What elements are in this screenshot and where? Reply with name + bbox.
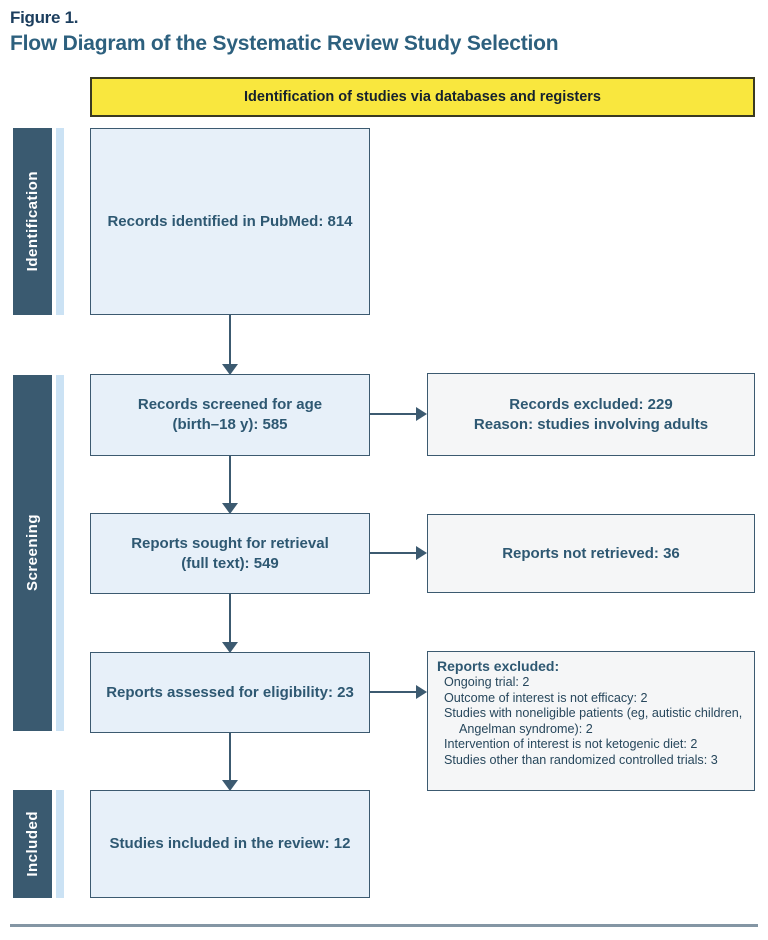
box-records-excluded-line2: Reason: studies involving adults [473,415,709,433]
arrow-down-4-head-icon [222,780,238,791]
figure-title: Flow Diagram of the Systematic Review St… [10,32,559,55]
banner-text: Identification of studies via databases … [244,89,601,105]
stage-label-included: Included [24,811,41,877]
exclusion-item: Intervention of interest is not ketogeni… [444,737,698,752]
stage-bar-included: Included [13,790,52,898]
bottom-rule [10,924,758,927]
box-reports-assessed: Reports assessed for eligibility: 23 [90,652,370,733]
box-reports-excluded-reasons: Reports excluded: Ongoing trial: 2 Outco… [427,651,755,791]
box-records-screened-line2: (birth–18 y): 585 [172,416,288,433]
box-records-identified: Records identified in PubMed: 814 [90,128,370,315]
arrow-down-1-head-icon [222,364,238,375]
arrow-right-2 [370,552,416,554]
box-reports-not-retrieved-text: Reports not retrieved: 36 [502,544,680,562]
arrow-right-2-head-icon [416,546,427,560]
arrow-down-3 [229,594,231,642]
arrow-right-3-head-icon [416,685,427,699]
box-reports-not-retrieved: Reports not retrieved: 36 [427,514,755,593]
reports-excluded-heading: Reports excluded: [437,658,560,674]
exclusion-item: Studies with noneligible patients (eg, a… [444,706,743,736]
box-studies-included-text: Studies included in the review: 12 [109,835,351,852]
box-records-excluded: Records excluded: 229 Reason: studies in… [427,373,755,456]
stage-label-identification: Identification [24,171,41,272]
box-records-excluded-line1: Records excluded: 229 [509,395,673,413]
exclusion-item: Studies other than randomized controlled… [444,752,718,767]
stage-strip-included [56,790,64,898]
banner-identification-via-databases: Identification of studies via databases … [90,77,755,117]
arrow-down-4 [229,733,231,780]
stage-bar-screening: Screening [13,375,52,731]
box-reports-assessed-text: Reports assessed for eligibility: 23 [106,683,354,701]
box-reports-sought: Reports sought for retrieval (full text)… [90,513,370,594]
stage-label-screening: Screening [24,514,41,592]
box-studies-included: Studies included in the review: 12 [90,790,370,898]
arrow-down-3-head-icon [222,642,238,653]
arrow-right-3 [370,691,416,693]
stage-strip-screening [56,375,64,731]
box-records-identified-text: Records identified in PubMed: 814 [107,212,353,230]
arrow-down-2-head-icon [222,503,238,514]
arrow-right-1 [370,413,416,415]
arrow-down-1 [229,315,231,364]
box-reports-sought-line2: (full text): 549 [181,554,279,572]
arrow-down-2 [229,456,231,503]
stage-bar-identification: Identification [13,128,52,315]
box-reports-sought-line1: Reports sought for retrieval [131,534,329,552]
exclusion-item: Outcome of interest is not efficacy: 2 [444,690,648,705]
figure-label: Figure 1. [10,8,79,27]
exclusion-item: Ongoing trial: 2 [444,675,530,689]
arrow-right-1-head-icon [416,407,427,421]
box-records-screened: Records screened for age (birth–18 y): 5… [90,374,370,456]
stage-strip-identification [56,128,64,315]
box-records-screened-line1: Records screened for age [137,396,323,413]
